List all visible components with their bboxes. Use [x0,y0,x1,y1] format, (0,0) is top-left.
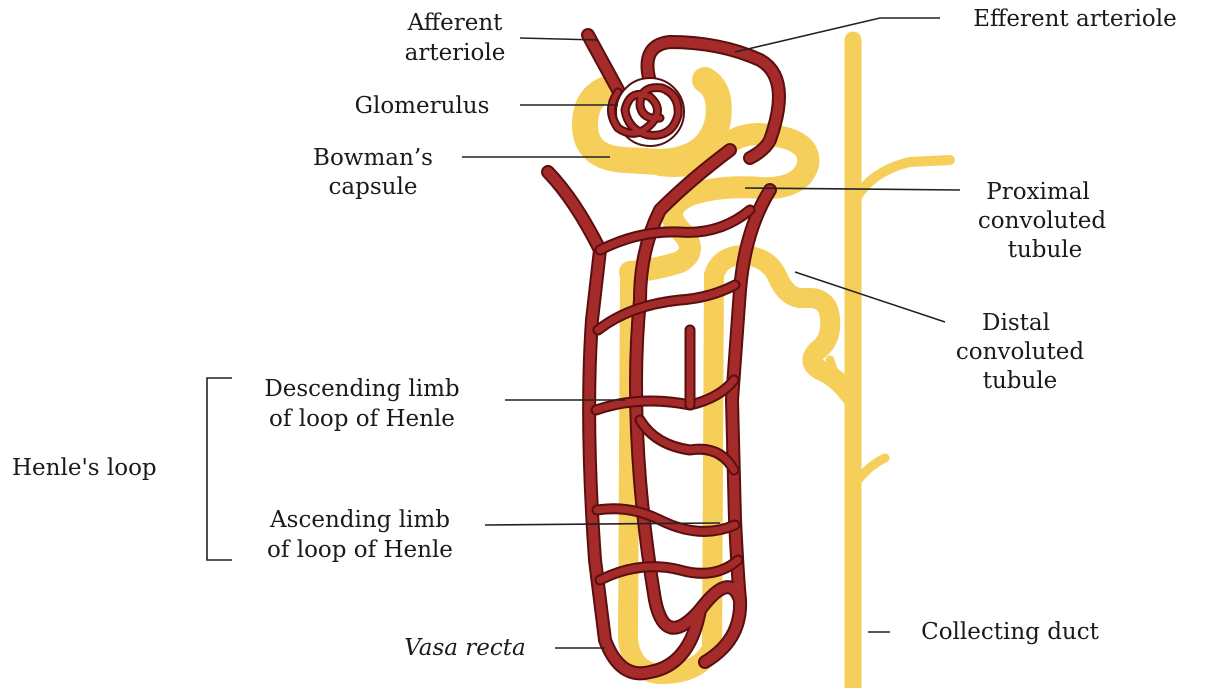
label-ascending-limb-line1: Ascending limb [269,507,450,533]
label-distal-line1: Distal [982,310,1050,336]
label-proximal-line3: tubule [1008,237,1083,263]
henle-loop-bracket [207,378,232,560]
label-afferent-arteriole-line1: Afferent [407,10,504,36]
label-proximal-line1: Proximal [986,179,1090,205]
collecting-duct-branch-lower [858,458,885,480]
label-distal-line2: convoluted [956,339,1084,365]
distal-convoluted-tubule [745,255,850,395]
label-henles-loop: Henle's loop [12,455,157,481]
label-collecting-duct: Collecting duct [921,619,1100,645]
label-ascending-limb-line2: of loop of Henle [267,537,453,563]
label-vasa-recta: Vasa recta [404,635,525,661]
label-distal-line3: tubule [983,368,1058,394]
label-proximal-line2: convoluted [978,208,1106,234]
label-bowmans-capsule-line2: capsule [329,174,418,200]
label-descending-limb-line1: Descending limb [264,376,459,402]
label-afferent-arteriole-line2: arteriole [405,40,506,66]
label-descending-limb-line2: of loop of Henle [269,406,455,432]
label-bowmans-capsule-line1: Bowman’s [313,145,433,171]
label-glomerulus: Glomerulus [355,93,490,119]
label-efferent-arteriole: Efferent arteriole [973,6,1176,32]
